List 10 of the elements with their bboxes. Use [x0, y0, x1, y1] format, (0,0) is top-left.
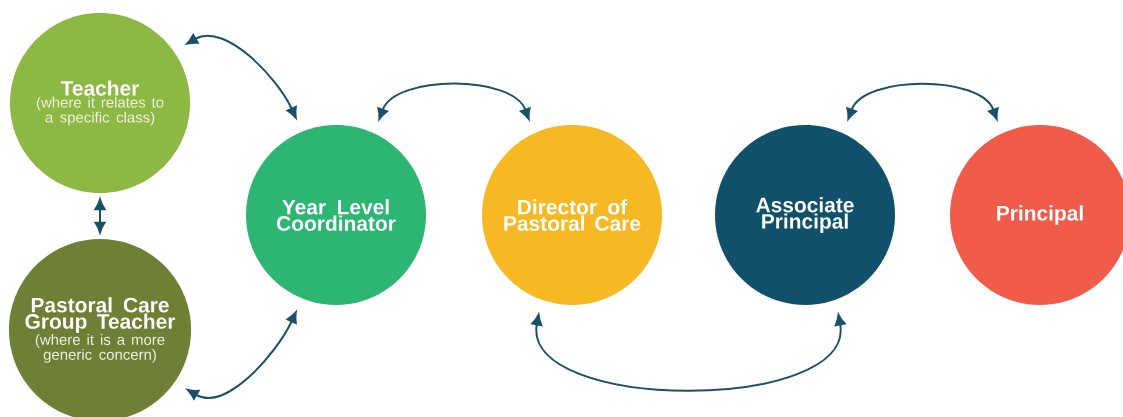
arrow [846, 82, 999, 120]
circle-node: Director of Pastoral Care [482, 125, 662, 305]
arrow [187, 311, 297, 400]
arrow [94, 198, 106, 234]
arrow [377, 82, 531, 120]
circle-node: Teacher (where it relates to a specific class) [10, 13, 190, 193]
arrow [186, 33, 297, 119]
circle-node: Associate Principal [715, 125, 895, 305]
arrow [531, 313, 846, 392]
circle-node: Year Level Coordinator [246, 125, 426, 305]
